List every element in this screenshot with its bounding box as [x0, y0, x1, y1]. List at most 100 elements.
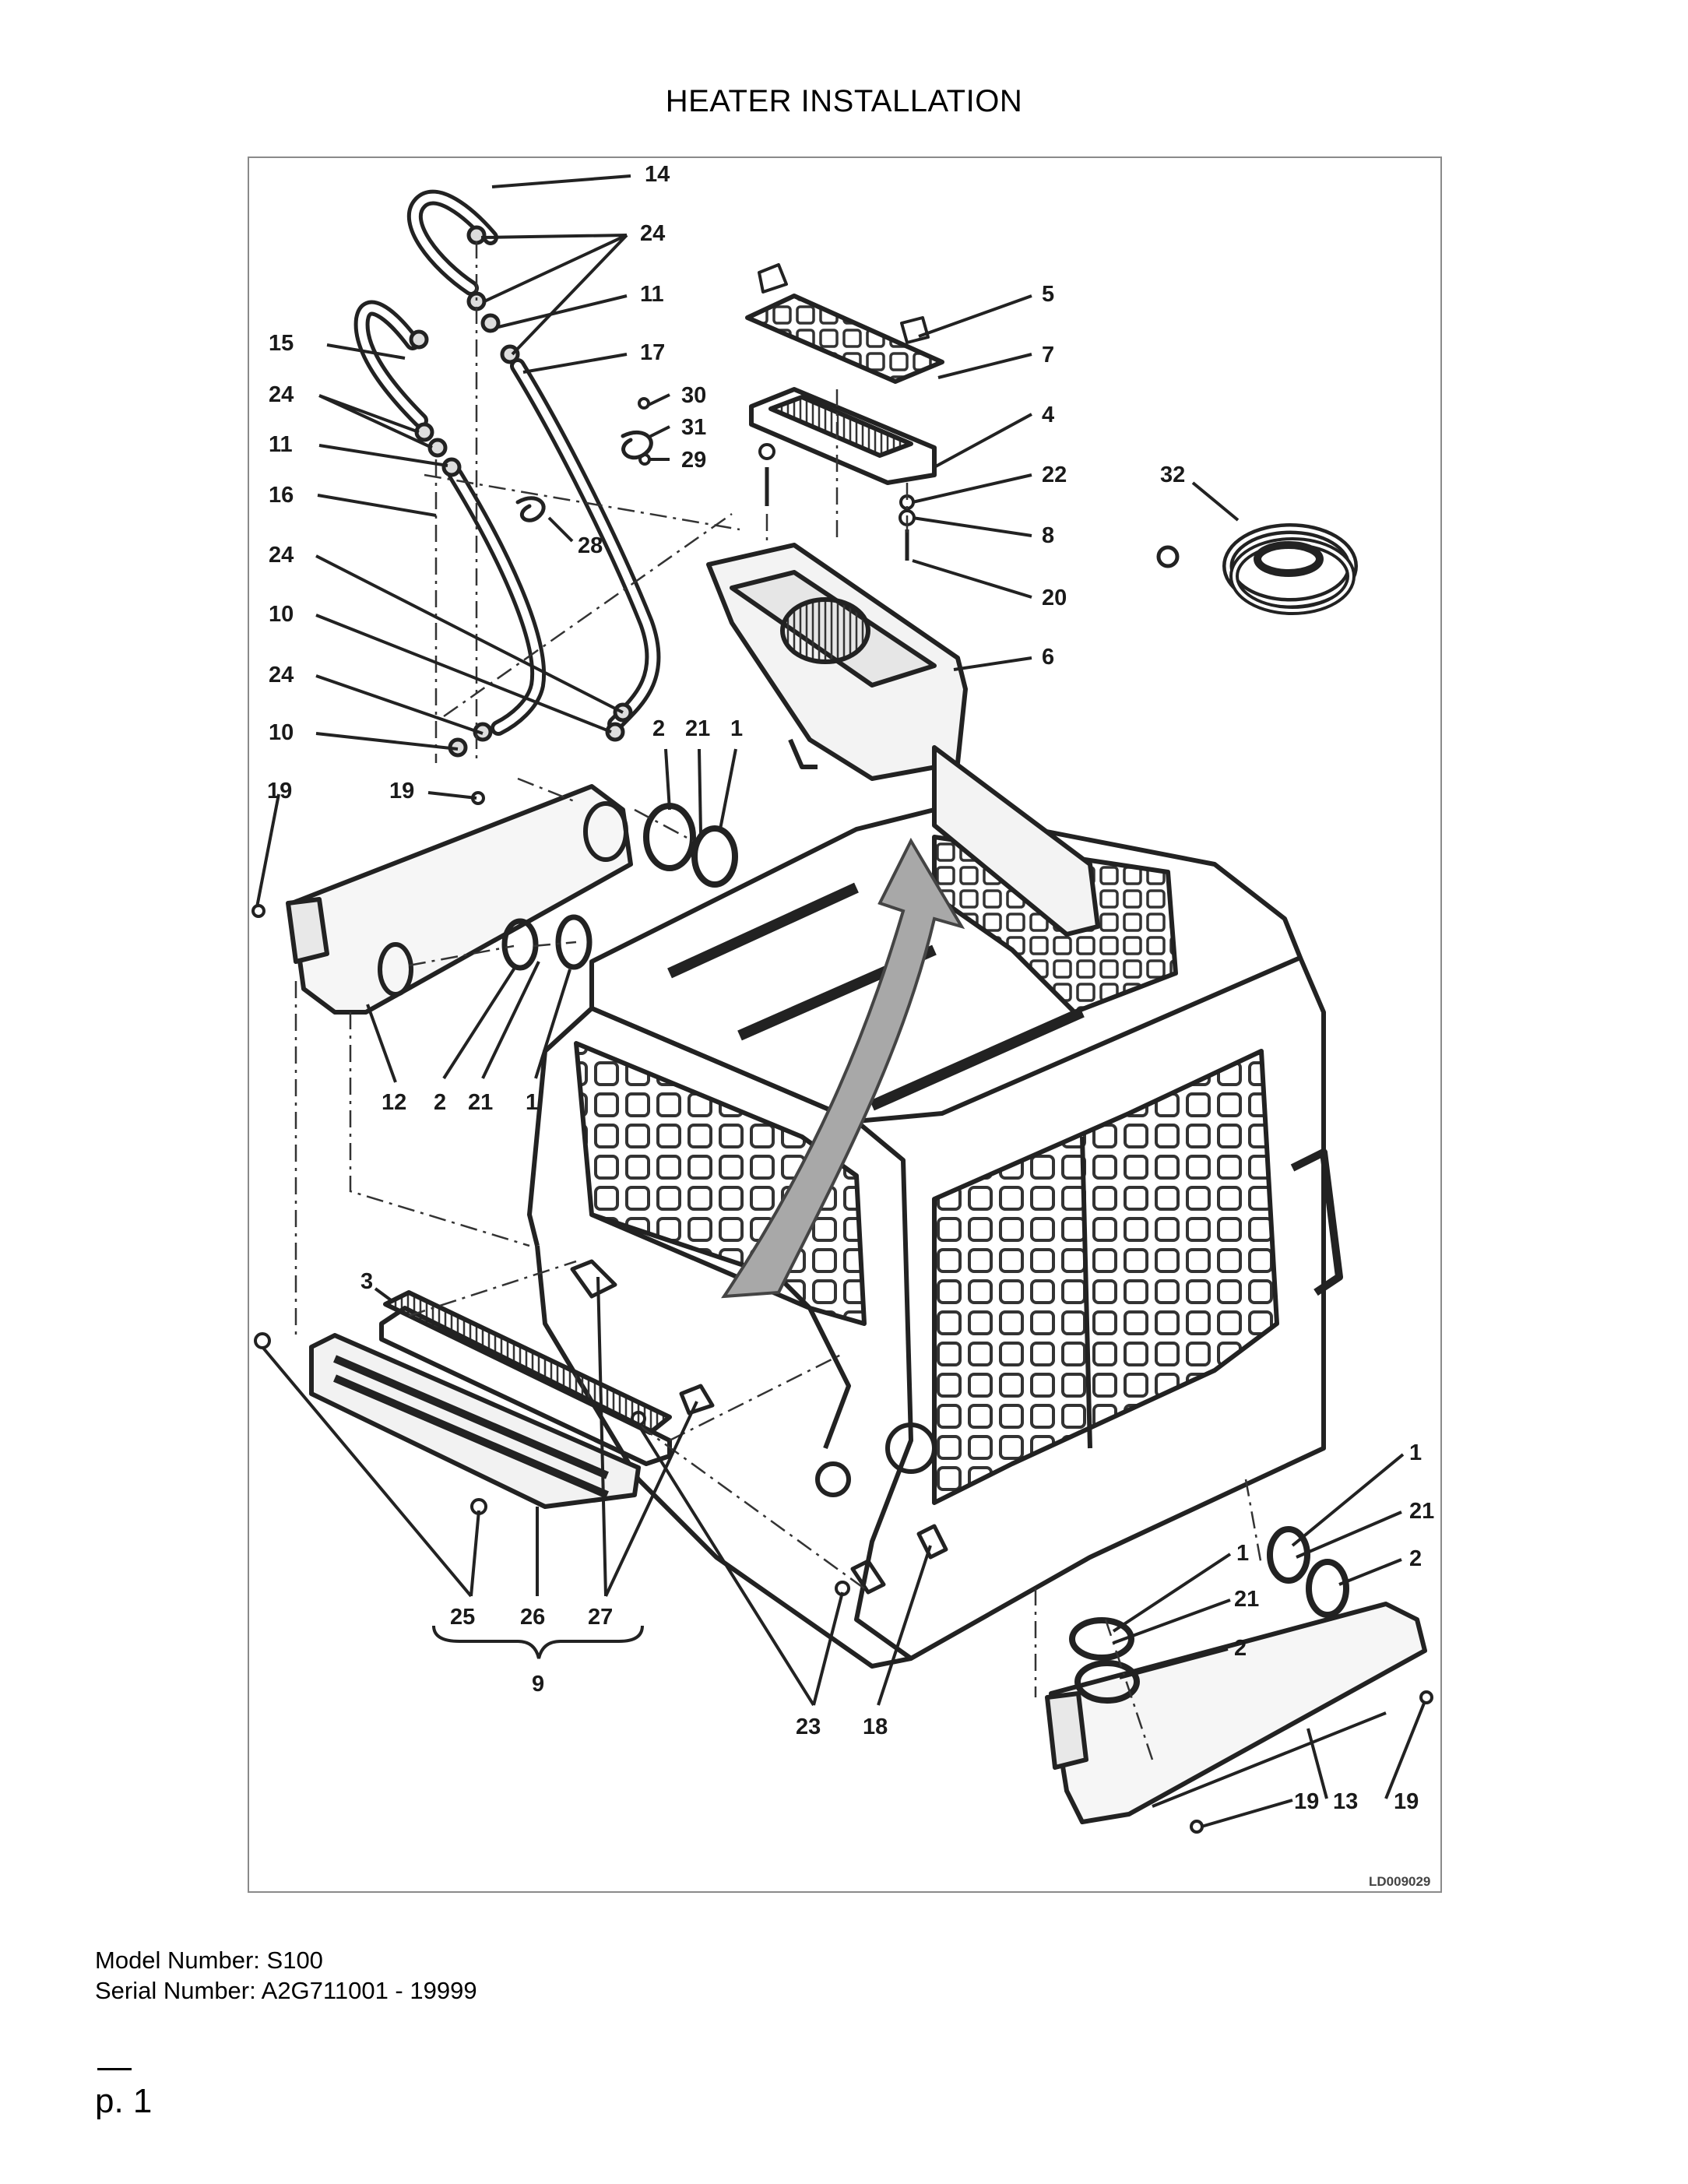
callout-6: 6	[1042, 645, 1054, 670]
drawing-code: LD009029	[1369, 1874, 1430, 1889]
callout-9: 9	[532, 1672, 544, 1697]
callout-1: 1	[1409, 1440, 1422, 1465]
ring-1-c	[1267, 1526, 1310, 1584]
vent-26-slots	[333, 1355, 609, 1499]
cab-lower-body	[535, 1245, 912, 1669]
vent-cover-7	[745, 294, 944, 384]
cab-side-port-2	[815, 1461, 851, 1497]
cab-left-post	[527, 1006, 594, 1247]
callout-21: 21	[1234, 1587, 1259, 1612]
louver-27-a	[570, 1259, 617, 1299]
callout-22: 22	[1042, 462, 1067, 487]
cab-side-port	[885, 1423, 937, 1474]
callout-27: 27	[588, 1605, 613, 1630]
page-rule	[97, 2068, 132, 2070]
callout-2: 2	[434, 1090, 446, 1115]
callout-24: 24	[269, 543, 294, 568]
callout-18: 18	[863, 1714, 888, 1739]
callout-1: 1	[526, 1090, 538, 1115]
alignment-lines	[294, 241, 1263, 1760]
cab-floor-edge	[590, 1212, 851, 1450]
cab-body	[527, 807, 1343, 1669]
duct-12-port-left	[378, 942, 413, 997]
hose-16	[448, 467, 547, 736]
louver-27-b	[679, 1384, 715, 1416]
model-number: Model Number: S100	[95, 1947, 323, 1974]
heater-drain-tab	[788, 738, 818, 769]
leader-lines	[255, 174, 1426, 1828]
diagram-frame	[248, 157, 1442, 1893]
page-number: p. 1	[95, 2082, 153, 2120]
callout-19: 19	[1294, 1789, 1319, 1814]
hose-14-core	[411, 193, 494, 292]
callout-2: 2	[1409, 1546, 1422, 1571]
assembly-arrow	[721, 837, 965, 1299]
filter-3-frame	[379, 1306, 672, 1466]
callout-3: 3	[360, 1269, 373, 1294]
duct-13	[1045, 1526, 1433, 1834]
callout-30: 30	[681, 383, 706, 408]
roof-rib	[667, 882, 859, 979]
callout-10: 10	[269, 720, 294, 745]
ring-2-c	[1306, 1559, 1349, 1618]
callout-1: 1	[1236, 1541, 1249, 1566]
screw-25-a	[254, 1332, 271, 1349]
callout-31: 31	[681, 415, 706, 440]
callout-19: 19	[389, 779, 414, 804]
callout-14: 14	[645, 162, 670, 187]
callout-25: 25	[450, 1605, 475, 1630]
callout-2: 2	[652, 716, 665, 741]
ring-1-b	[555, 914, 593, 970]
cab-front-frame	[590, 956, 1326, 1661]
callout-13: 13	[1333, 1789, 1358, 1814]
screw-19-d	[1419, 1690, 1433, 1704]
serial-number: Serial Number: A2G711001 - 19999	[95, 1977, 477, 2004]
duct-13-body	[1049, 1602, 1427, 1824]
callout-23: 23	[796, 1714, 821, 1739]
heater-duct	[932, 745, 1100, 937]
callout-24: 24	[269, 382, 294, 407]
callout-28: 28	[578, 533, 603, 558]
duct-13-rail	[1152, 1711, 1387, 1808]
callout-19: 19	[267, 779, 292, 804]
group-9-brace	[432, 1625, 644, 1659]
duct-12-body	[290, 784, 633, 1015]
clamp-28	[515, 496, 546, 522]
knob-5-left	[758, 263, 788, 294]
callout-11: 11	[640, 282, 664, 307]
screw-30	[638, 397, 650, 410]
callout-20: 20	[1042, 586, 1067, 610]
callout-7: 7	[1042, 343, 1054, 368]
blower-wheel	[780, 597, 870, 664]
bracket-18	[916, 1524, 948, 1560]
ring-1-a	[691, 825, 738, 888]
knob-5-right	[900, 316, 930, 344]
bolt-head-left	[758, 443, 775, 460]
heater-box	[706, 543, 1100, 937]
callout-2: 2	[1234, 1636, 1247, 1661]
callout-10: 10	[269, 602, 294, 627]
side-door-grille	[932, 1049, 1279, 1505]
ring-1-d	[1069, 1617, 1134, 1661]
hose-16-core	[452, 471, 543, 732]
callout-labels: 14 24 11 17 15 24 11 16 24 10 24 10 28 3…	[267, 162, 1434, 1814]
callout-4: 4	[1042, 403, 1054, 427]
callout-21: 21	[468, 1090, 493, 1115]
door-handle	[1290, 1148, 1343, 1296]
callout-12: 12	[382, 1090, 406, 1115]
roof-rib-3	[870, 1007, 1085, 1111]
duct-12-port-top	[583, 801, 628, 862]
callout-24: 24	[269, 663, 294, 688]
filter-tray-4	[749, 387, 937, 485]
filter-tray-inner	[768, 395, 913, 458]
callout-1: 1	[730, 716, 743, 741]
page-title: HEATER INSTALLATION	[665, 84, 1023, 118]
hoses	[353, 189, 661, 758]
lower-vent-assembly	[254, 1259, 948, 1596]
callout-32: 32	[1160, 462, 1185, 487]
hose-fittings	[409, 225, 633, 758]
callout-16: 16	[269, 483, 294, 508]
callout-19: 19	[1394, 1789, 1419, 1814]
duct-12-end	[286, 897, 329, 964]
